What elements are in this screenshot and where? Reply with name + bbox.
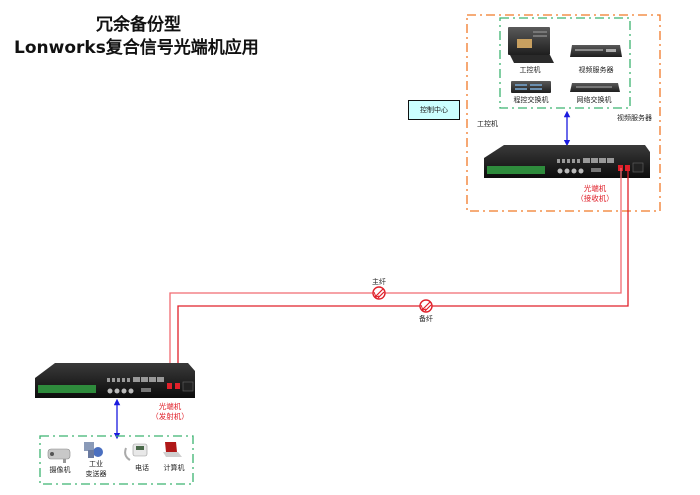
backup-fiber-symbol-icon [419, 299, 433, 313]
backup-fiber-label: 备纤 [419, 315, 433, 323]
laptop-icon [163, 442, 182, 457]
field-label-telephone: 电话 [135, 464, 149, 472]
video-server-icon [570, 45, 622, 57]
main-fiber-label: 主纤 [372, 278, 386, 286]
field-label-transmitter-line2: 变送器 [85, 470, 107, 478]
main-fiber-line [169, 168, 622, 383]
side-label-video-server: 视频服务器 [617, 114, 652, 122]
field-devices-boundary [39, 435, 194, 485]
side-label-industrial-pc: 工控机 [477, 120, 498, 128]
device-label-video-server: 视频服务器 [578, 66, 614, 74]
field-label-laptop: 计算机 [163, 464, 185, 472]
control-center-devices-boundary [499, 17, 631, 109]
device-label-network-switch: 网络交换机 [576, 96, 612, 104]
transmitter-icon [84, 442, 103, 458]
network-switch-icon [570, 83, 620, 92]
industrial-pc-icon [508, 27, 554, 63]
camera-icon [47, 448, 71, 463]
device-label-industrial-pc: 工控机 [519, 66, 541, 74]
backup-fiber-line [177, 168, 629, 383]
diagram-title-line1: 冗余备份型 [96, 15, 181, 35]
control-center-label: 控制中心 [408, 100, 460, 120]
transmitter-optical-transceiver [35, 363, 195, 398]
telephone-icon [124, 443, 148, 461]
receiver-optical-transceiver [484, 145, 650, 178]
field-label-transmitter-line1: 工业 [89, 460, 103, 468]
receiver-label-line1: 光端机 [583, 184, 607, 193]
transmitter-label-line2: （发射机） [151, 412, 189, 421]
transmitter-label-line1: 光端机 [158, 402, 182, 411]
pbx-switch-icon [511, 81, 551, 93]
diagram-title-line2: Lonworks复合信号光端机应用 [14, 38, 259, 58]
receiver-label-line2: （接收机） [576, 194, 614, 203]
main-fiber-symbol-icon [372, 286, 386, 300]
control-center-boundary [466, 14, 661, 212]
field-label-camera: 摄像机 [49, 466, 71, 474]
device-label-pbx-switch: 程控交换机 [513, 96, 549, 104]
